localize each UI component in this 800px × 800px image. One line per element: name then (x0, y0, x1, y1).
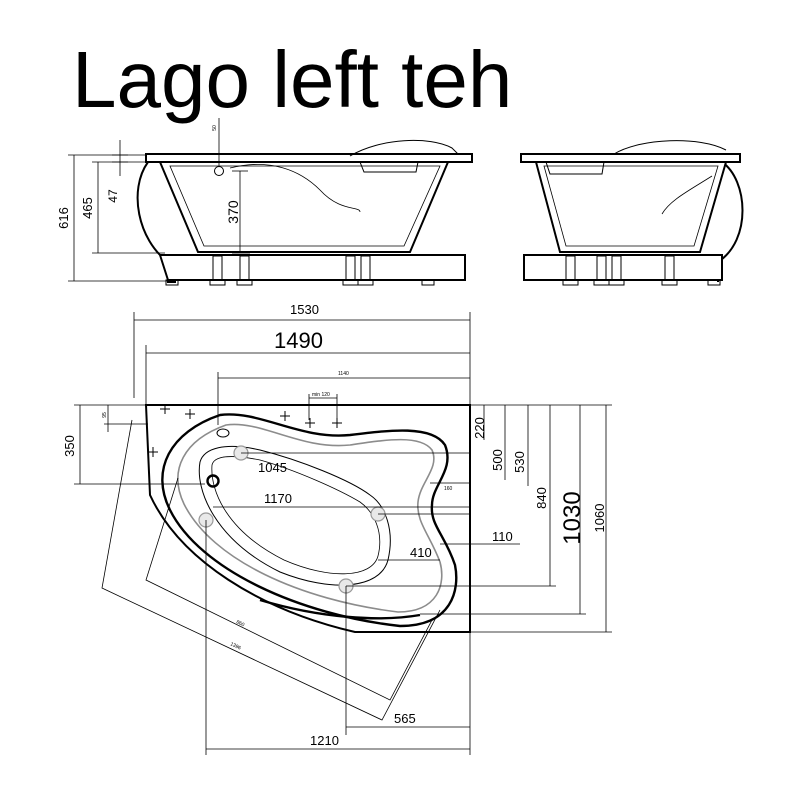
end-view-headrest-pad (545, 161, 605, 175)
front-view-overflow (214, 166, 224, 176)
dim-width-1140: 1140 (338, 371, 349, 377)
plan-inner-edge (177, 423, 443, 613)
front-view-tub (158, 161, 450, 253)
end-view-wave (661, 175, 713, 215)
dim-width-1530: 1530 (290, 302, 319, 317)
dim-500: 500 (490, 449, 505, 471)
front-elevation-view: 616 465 47 50 370 (56, 118, 473, 286)
dim-1030: 1030 (559, 491, 586, 544)
dim-1210: 1210 (310, 733, 339, 748)
dim-160: 160 (444, 486, 453, 492)
plan-basin-inner (211, 456, 381, 575)
dim-rim-step: 47 (106, 189, 120, 203)
end-view-tub (534, 161, 728, 253)
dim-410: 410 (410, 545, 432, 560)
frame-outline-small (145, 477, 433, 701)
plan-seat-line (259, 598, 421, 620)
dim-height-total: 616 (56, 207, 71, 229)
plan-basin (198, 445, 391, 586)
front-view-apron (158, 254, 466, 281)
dim-diag-860: 860 (235, 619, 245, 628)
front-view-tub-inner (169, 165, 441, 247)
frame-outline-large (101, 419, 441, 721)
dim-width-1490: 1490 (274, 328, 323, 353)
front-view-wave (229, 164, 361, 213)
front-view-feet (165, 255, 435, 286)
dim-530: 530 (512, 451, 527, 473)
end-elevation-view (520, 140, 744, 286)
overflow-icon (216, 428, 230, 438)
plan-rim (161, 413, 458, 628)
front-view-headrest (349, 140, 459, 157)
plan-outline (144, 404, 471, 633)
end-view-feet (562, 255, 721, 286)
dim-overflow-diameter: 50 (212, 125, 218, 131)
end-view-rim (520, 153, 741, 163)
dim-offset-95: 95 (102, 412, 108, 418)
dim-depth-350: 350 (62, 435, 77, 457)
dim-min-120: min 120 (312, 392, 330, 398)
front-view-rim (145, 153, 473, 163)
page-title: Lago left teh (72, 35, 513, 124)
end-view-headrest (613, 140, 727, 155)
dim-diag-1396: 1396 (229, 641, 242, 651)
dim-110: 110 (492, 529, 513, 544)
front-view-headrest-pad (359, 161, 419, 173)
dim-1060: 1060 (592, 504, 607, 533)
dim-840: 840 (534, 487, 549, 509)
dim-overflow-height: 370 (225, 200, 241, 224)
dim-1045: 1045 (258, 460, 287, 475)
dim-1170: 1170 (264, 491, 292, 506)
end-view-apron (523, 254, 723, 281)
end-view-tub-inner (543, 165, 719, 247)
drain-icon (206, 474, 220, 488)
plus-markers (148, 404, 342, 457)
dim-height-rim: 465 (80, 197, 95, 219)
plan-view: 860 1396 1530 1490 1140 min 120 350 95 1… (62, 302, 612, 755)
dim-565: 565 (394, 711, 416, 726)
dim-220: 220 (472, 417, 487, 439)
